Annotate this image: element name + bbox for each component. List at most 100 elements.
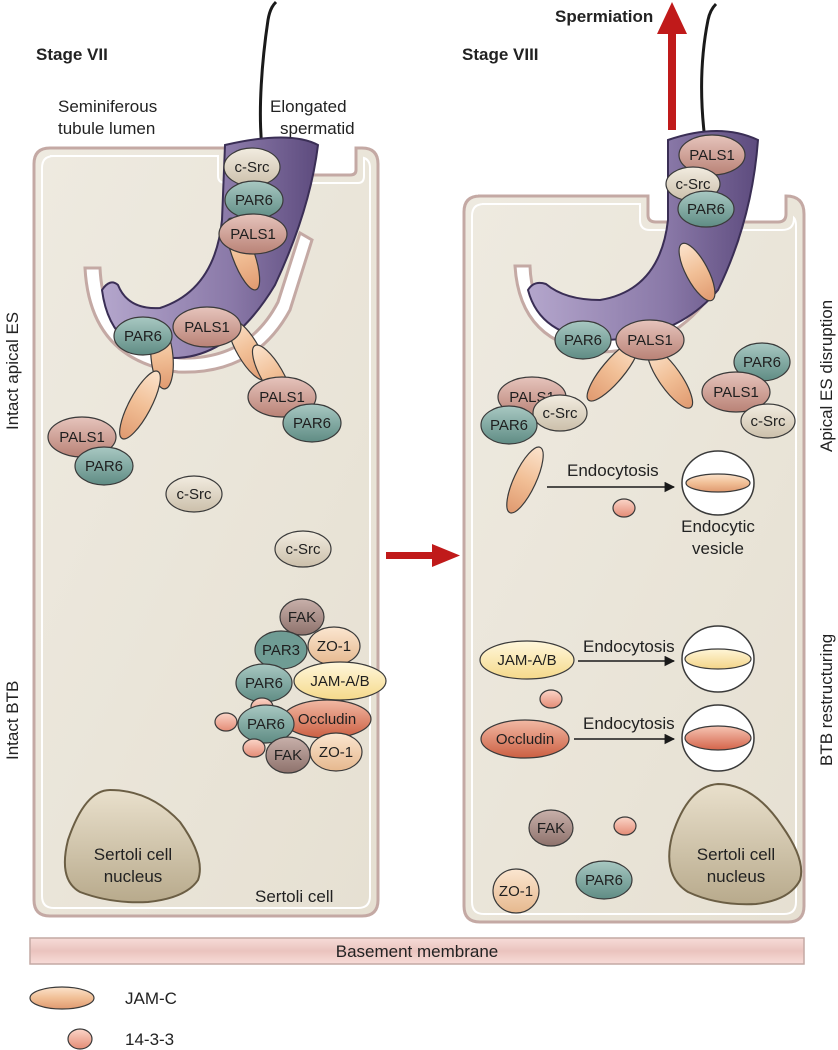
svg-text:PALS1: PALS1 [59,429,105,446]
legend-jam-c: JAM-C [29,986,177,1010]
spermatid-label-line2: spermatid [280,119,355,138]
par3-protein: PAR3 [254,630,308,670]
par6-protein: PAR6 [480,405,538,445]
svg-text:vesicle: vesicle [692,539,744,558]
spermiation-arrow [657,2,687,130]
stage-vii-title: Stage VII [36,45,108,64]
svg-text:PALS1: PALS1 [689,147,735,164]
14-3-3-protein [612,498,636,518]
par6-protein: PAR6 [733,342,791,382]
svg-text:c-Src: c-Src [676,176,711,193]
svg-text:PAR6: PAR6 [687,201,725,218]
lumen-label-line1: Seminiferous [58,97,157,116]
jam-c-right-group [506,242,716,514]
c-src-protein: c-Src [274,530,332,568]
14-3-3-protein [613,816,637,836]
jam-c-protein [506,446,544,514]
svg-text:c-Src: c-Src [177,486,212,503]
svg-text:PALS1: PALS1 [713,384,759,401]
intact-btb-label: Intact BTB [3,681,22,760]
endocytosis-occludin: Occludin Endocytosis [480,704,755,772]
svg-text:PALS1: PALS1 [230,226,276,243]
14-3-3-protein [539,689,563,709]
svg-text:PAR6: PAR6 [85,458,123,475]
pals1-protein: PALS1 [615,319,685,361]
svg-text:JAM-A/B: JAM-A/B [310,673,369,690]
par6-protein: PAR6 [575,860,633,900]
svg-text:PAR6: PAR6 [293,415,331,432]
jam-c-protein [119,370,161,440]
c-src-protein: c-Src [223,147,281,187]
left-btb-complex: FAK ZO-1 PAR3 JAM-A/B PAR6 Occludin PAR6 [214,598,387,774]
c-src-protein: c-Src [532,394,588,432]
svg-text:PAR6: PAR6 [564,332,602,349]
zo-1-protein: ZO-1 [492,868,540,914]
fak-protein: FAK [265,736,311,774]
jam-c-protein [685,473,751,493]
c-src-protein: c-Src [165,475,223,513]
svg-text:Occludin: Occludin [496,731,554,748]
svg-text:FAK: FAK [537,820,565,837]
svg-text:Endocytic: Endocytic [681,517,755,536]
svg-text:ZO-1: ZO-1 [319,744,353,761]
sertoli-nucleus-right: Sertoli cell nucleus [668,782,803,906]
fak-protein: FAK [279,598,325,636]
svg-text:c-Src: c-Src [543,405,578,422]
apical-es-disruption-label: Apical ES disruption [817,300,836,452]
par6-protein: PAR6 [235,663,293,703]
left-apical-complex: c-Src PAR6 PALS1 PAR6 PALS1 PALS1 PAR6 [47,147,342,568]
svg-text:PAR3: PAR3 [262,642,300,659]
spermatid-tail-left [258,0,278,149]
sertoli-nucleus-left: Sertoli cell nucleus [64,788,201,904]
spermatid-tail-right [700,2,718,141]
occludin-protein: Occludin [480,719,570,759]
par6-protein: PAR6 [677,190,735,228]
svg-text:PAR6: PAR6 [235,192,273,209]
svg-text:FAK: FAK [274,747,302,764]
svg-text:c-Src: c-Src [751,413,786,430]
jam-a-b-protein: JAM-A/B [293,661,387,701]
14-3-3-protein [242,738,266,758]
endocytosis-jam-c: Endocytosis Endocytic vesicle [547,450,755,558]
svg-text:PAR6: PAR6 [247,716,285,733]
svg-text:c-Src: c-Src [235,159,270,176]
svg-text:nucleus: nucleus [104,867,163,886]
legend-14-3-3: 14-3-3 [67,1028,174,1050]
svg-text:c-Src: c-Src [286,541,321,558]
par6-protein: PAR6 [554,320,612,360]
svg-text:PAR6: PAR6 [743,354,781,371]
par6-protein: PAR6 [224,180,284,220]
spermiation-label: Spermiation [555,7,653,26]
svg-text:PALS1: PALS1 [259,389,305,406]
svg-text:nucleus: nucleus [707,867,766,886]
zo-1-protein: ZO-1 [307,626,361,666]
intact-apical-es-label: Intact apical ES [3,312,22,430]
par6-protein: PAR6 [237,704,295,744]
c-src-protein: c-Src [740,403,796,439]
svg-text:PALS1: PALS1 [184,319,230,336]
endocytosis-jam-a-b: JAM-A/B Endocytosis [479,625,755,693]
par6-protein: PAR6 [282,403,342,443]
svg-text:Occludin: Occludin [298,711,356,728]
par6-protein: PAR6 [74,446,134,486]
svg-text:ZO-1: ZO-1 [317,638,351,655]
14-3-3-protein [214,712,238,732]
occludin-protein: Occludin [282,699,372,739]
stage-viii-title: Stage VIII [462,45,539,64]
fak-protein: FAK [528,809,574,847]
btb-restructuring-label: BTB restructuring [817,634,836,766]
sertoli-cell-label: Sertoli cell [255,887,333,906]
svg-text:Endocytosis: Endocytosis [583,637,675,656]
svg-text:14-3-3: 14-3-3 [125,1030,174,1049]
legend: JAM-C 14-3-3 [29,986,177,1050]
basement-membrane: Basement membrane [29,937,805,965]
svg-text:ZO-1: ZO-1 [499,883,533,900]
svg-text:PALS1: PALS1 [627,332,673,349]
spermatid-label-line1: Elongated [270,97,347,116]
svg-text:PAR6: PAR6 [124,328,162,345]
sertoli-cell-stage-vii [32,146,380,918]
pals1-protein: PALS1 [701,371,771,413]
svg-text:Endocytosis: Endocytosis [583,714,675,733]
svg-text:PAR6: PAR6 [245,675,283,692]
